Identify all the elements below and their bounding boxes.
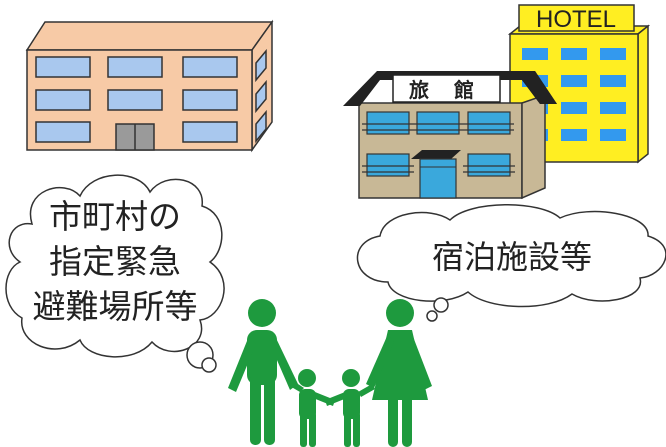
ryokan-sign-char-2: 館: [454, 78, 474, 102]
ryokan-building-icon: 旅 館: [343, 71, 557, 200]
hotel-sign-text: HOTEL: [536, 6, 616, 33]
child-figure-2: [325, 369, 375, 447]
mother-figure: [366, 299, 432, 447]
shelter-label-line-1: 市町村の: [49, 197, 181, 236]
child-figure-1: [288, 369, 335, 447]
office-building-icon: [25, 19, 274, 153]
thought-bubble-icon: [5, 174, 225, 358]
thought-bubble-shelter: 市町村の 指定緊急 避難場所等: [5, 174, 225, 373]
shelter-label-line-3: 避難場所等: [33, 287, 198, 326]
hotel-sign-board: [518, 4, 635, 32]
shelter-label-line-2: 指定緊急: [49, 242, 181, 281]
thought-bubble-icon: [356, 204, 666, 308]
ryokan-sign-board: [392, 74, 501, 103]
thought-bubble-lodging: 宿泊施設等: [356, 204, 666, 322]
family-icon: [228, 299, 432, 447]
ryokan-sign-char-1: 旅: [409, 78, 429, 102]
father-figure: [228, 299, 298, 445]
lodging-label: 宿泊施設等: [432, 238, 592, 276]
